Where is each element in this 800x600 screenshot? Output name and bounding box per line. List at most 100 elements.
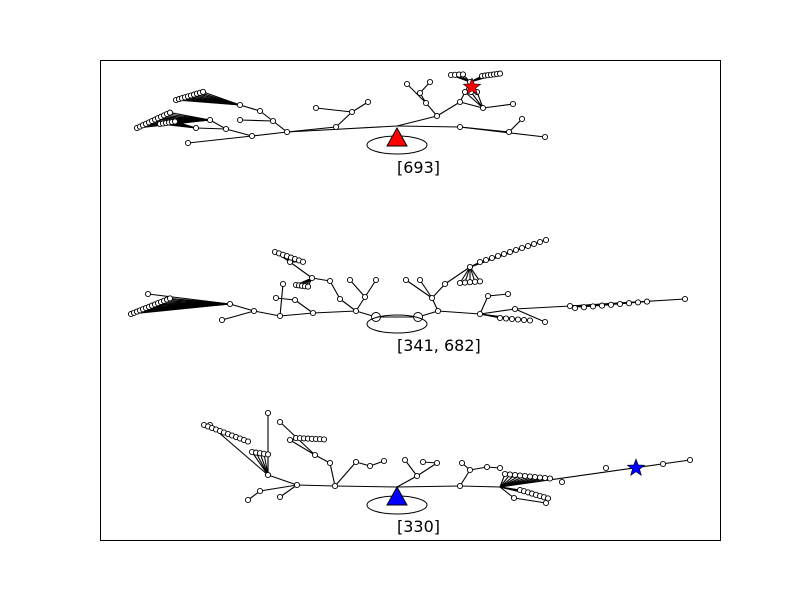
tree-node: [520, 316, 528, 324]
tree-edge: [289, 439, 316, 456]
tree-node: [518, 115, 526, 123]
tree-node: [272, 294, 280, 302]
tree-edge: [263, 453, 269, 476]
tree-node: [434, 307, 442, 315]
tree-edge: [464, 91, 484, 109]
tree-node: [500, 250, 508, 258]
tree-edge: [259, 484, 298, 492]
tree-1-label: [693]: [397, 158, 440, 177]
tree-node: [512, 246, 520, 254]
tree-node: [526, 473, 534, 480]
tree-node: [541, 318, 549, 326]
tree-node: [361, 293, 369, 301]
tree-node: [371, 312, 381, 322]
tree-edge: [487, 293, 509, 297]
tree-node: [521, 472, 529, 480]
tree-edge: [470, 91, 484, 109]
tree-edge: [286, 125, 398, 133]
tree-node: [413, 472, 421, 480]
tree-node: [248, 132, 256, 140]
tree-node: [589, 303, 597, 310]
tree-edge: [255, 452, 269, 476]
tree-edge: [229, 303, 255, 312]
tree-node: [422, 99, 430, 107]
tree-edge: [294, 299, 314, 314]
tree-node: [506, 471, 514, 478]
tree-node: [226, 300, 234, 308]
tree-node: [331, 482, 339, 490]
tree-node: [476, 310, 484, 318]
tree-node: [171, 118, 179, 125]
tree-node: [380, 457, 388, 465]
tree-edge: [479, 295, 489, 315]
tree-edge: [251, 131, 288, 137]
tree-node: [291, 296, 299, 304]
tree-node: [496, 314, 504, 322]
tree-edge: [364, 279, 377, 298]
tree-node: [326, 277, 334, 285]
edges-layer: [130, 73, 691, 504]
tree-node: [541, 474, 549, 482]
tree-node: [309, 309, 317, 317]
tree-node: [433, 112, 441, 120]
tree-node: [256, 107, 264, 115]
tree-edge: [312, 310, 357, 314]
tree-edge: [459, 469, 471, 487]
tree-node: [184, 139, 192, 147]
tree-edge: [286, 126, 337, 133]
tree-node: [456, 482, 464, 490]
tree-node: [326, 459, 334, 467]
tree-node: [598, 302, 606, 309]
tree-node: [199, 88, 207, 95]
tree-node: [426, 78, 434, 86]
tree-node: [264, 451, 272, 458]
tree-node: [256, 487, 264, 495]
tree-node: [166, 109, 174, 116]
tree-node: [269, 117, 277, 125]
tree-node: [536, 474, 544, 481]
tree-edge: [296, 484, 336, 487]
tree-node: [428, 294, 436, 302]
tree-edge: [416, 462, 438, 477]
tree-node: [456, 98, 464, 106]
tree-node: [166, 295, 174, 302]
tree-edge: [221, 310, 255, 321]
tree-edge: [514, 308, 546, 323]
tree-edge: [195, 127, 227, 130]
tree-node: [276, 418, 284, 426]
tree-node: [456, 123, 464, 131]
tree-node: [348, 108, 356, 116]
tree-edge: [459, 485, 501, 488]
tree-node: [276, 312, 284, 320]
tree-node: [352, 458, 360, 466]
tree-node: [413, 312, 423, 322]
tree-node: [336, 295, 344, 303]
tree-edge: [334, 485, 398, 488]
tree-node: [643, 298, 651, 305]
tree-edge: [404, 459, 418, 477]
tree-edge: [405, 279, 433, 299]
tree-edge: [436, 101, 461, 117]
tree-edge: [349, 279, 366, 298]
tree-3-highlight-star: [626, 458, 646, 476]
tree-edge: [396, 125, 461, 128]
tree-2-root-ellipse: [366, 314, 428, 334]
tree-node: [509, 100, 517, 108]
tree-edge: [459, 101, 484, 109]
tree-edge: [225, 128, 253, 137]
tree-node: [276, 493, 284, 501]
tree-node: [461, 279, 469, 286]
tree-node: [510, 494, 518, 502]
tree-node: [496, 464, 504, 472]
tree-node: [482, 256, 490, 264]
tree-edge: [396, 485, 461, 488]
tree-node: [524, 242, 532, 250]
tree-edge: [419, 279, 433, 299]
tree-node: [476, 258, 484, 266]
tree-node: [479, 104, 487, 112]
tree-node: [516, 472, 524, 479]
tree-1-highlight-star: [462, 77, 482, 95]
tree-edge: [499, 459, 691, 488]
tree-edge: [479, 308, 516, 315]
tree-node: [244, 496, 252, 504]
